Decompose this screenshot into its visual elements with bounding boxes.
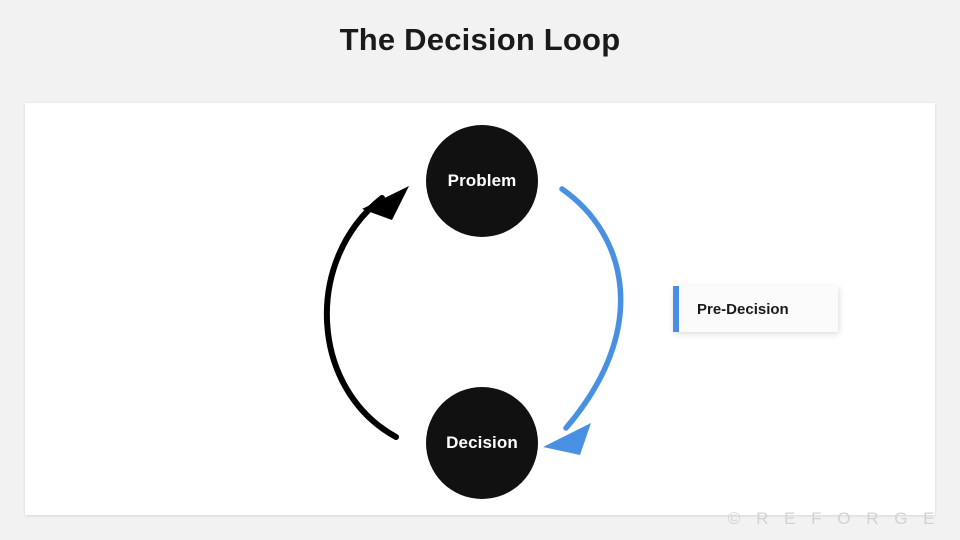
node-problem[interactable]: Problem xyxy=(426,125,538,237)
node-decision-label: Decision xyxy=(446,433,518,452)
phase-accent-bar xyxy=(673,286,679,332)
phase-label-card[interactable]: Pre-Decision xyxy=(673,286,838,332)
node-decision[interactable]: Decision xyxy=(426,387,538,499)
page-title: The Decision Loop xyxy=(339,22,621,57)
reforge-watermark: © R E F O R G E xyxy=(727,509,940,528)
node-problem-label: Problem xyxy=(447,171,517,190)
phase-label-text: Pre-Decision xyxy=(697,300,789,318)
